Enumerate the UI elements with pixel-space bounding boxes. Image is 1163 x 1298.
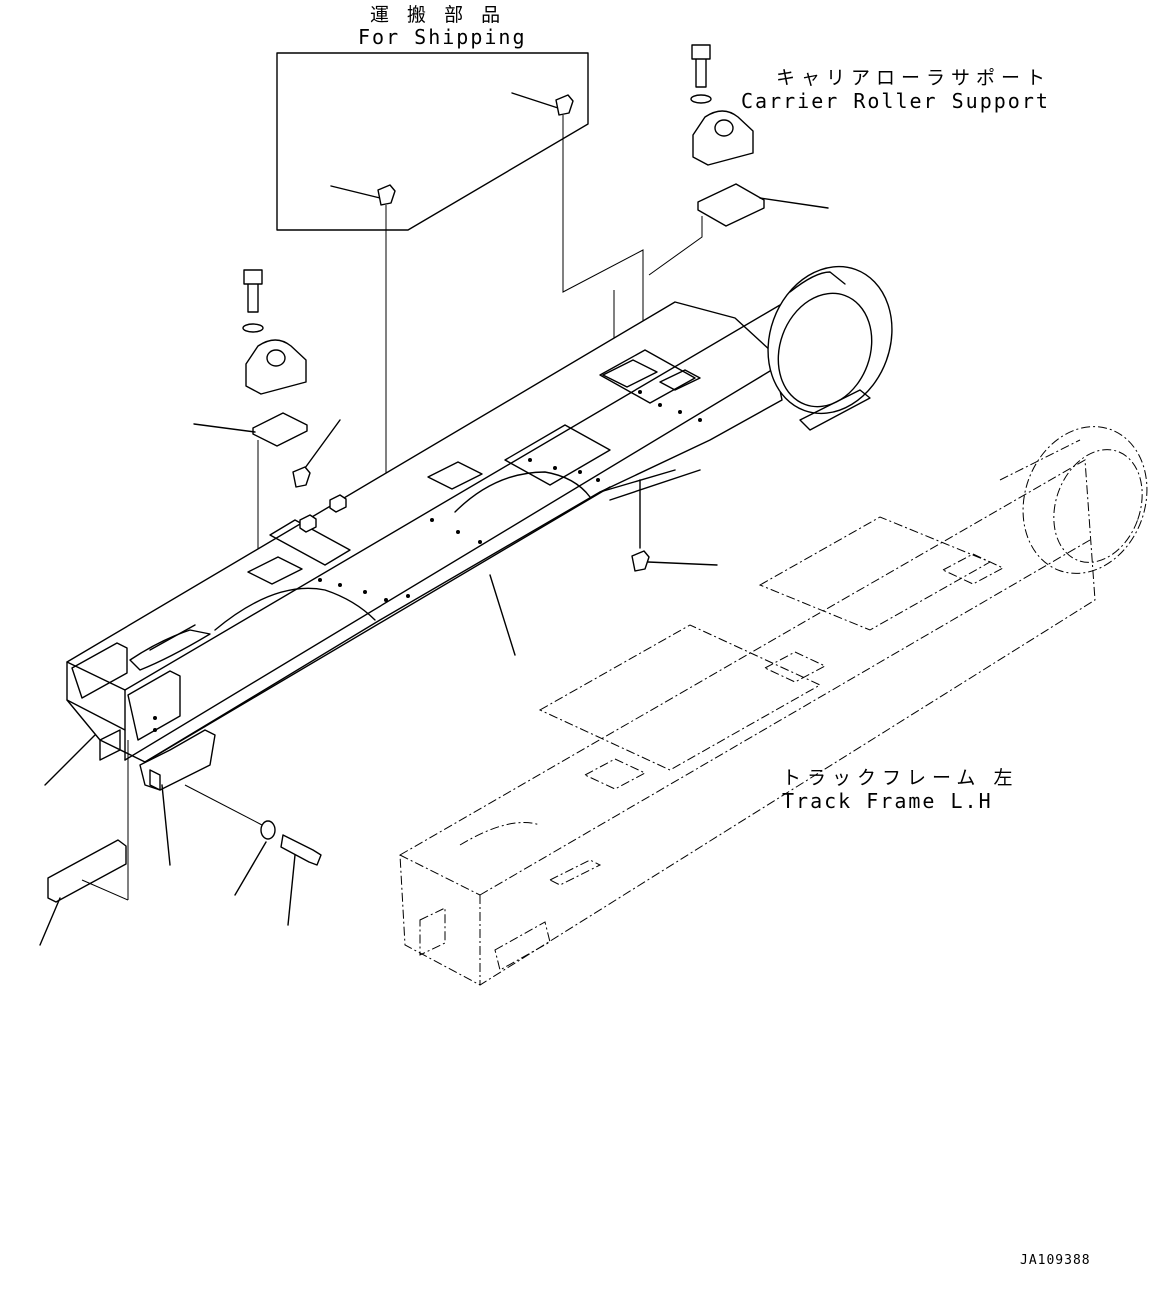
drawing-code: JA109388 [1020, 1253, 1091, 1268]
carrier-roller-support-right [613, 44, 829, 362]
track-frame-label-jp: トラックフレーム 左 [782, 767, 1019, 789]
carrier-roller-support-label-jp: キャリアローラサポート [776, 67, 1052, 89]
carrier-roller-support-left [193, 269, 341, 572]
track-frame-label-en: Track Frame L.H [782, 789, 993, 813]
carrier-roller-support-label-en: Carrier Roller Support [741, 89, 1050, 113]
shipping-label-en: For Shipping [358, 25, 527, 49]
bolt-holes [153, 390, 702, 732]
loose-hardware [39, 740, 322, 946]
shipping-parts-box [276, 52, 644, 600]
shipping-label-jp: 運 搬 部 品 [370, 4, 507, 26]
track-frame-main [44, 265, 893, 866]
